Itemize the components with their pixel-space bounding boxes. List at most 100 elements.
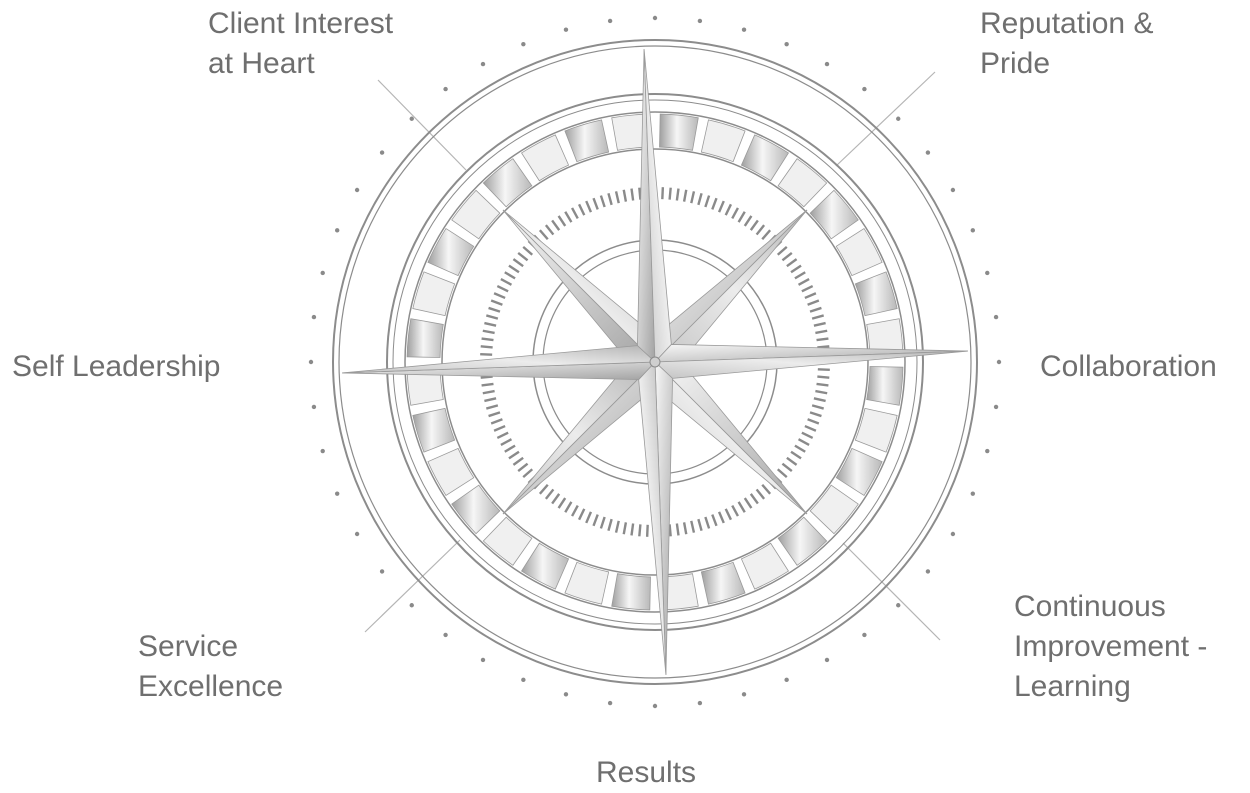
tick bbox=[522, 468, 534, 479]
tick bbox=[790, 264, 802, 274]
ring bbox=[392, 99, 918, 625]
tick bbox=[776, 245, 788, 256]
star-point-diagonal bbox=[654, 209, 808, 363]
tick bbox=[797, 438, 810, 446]
dot bbox=[925, 150, 931, 155]
leader-line bbox=[842, 542, 941, 641]
ring-segment bbox=[777, 158, 828, 208]
ring-segment bbox=[564, 119, 610, 163]
tick bbox=[815, 329, 828, 335]
tick bbox=[675, 188, 680, 201]
label-client-interest-at-heart: Client Interest at Heart bbox=[208, 4, 393, 84]
tick bbox=[622, 522, 628, 535]
label-line: Collaboration bbox=[1040, 350, 1217, 383]
dot bbox=[985, 448, 990, 454]
tick bbox=[690, 520, 696, 533]
tick bbox=[500, 438, 513, 446]
ring-segment bbox=[854, 271, 898, 317]
tick bbox=[564, 501, 573, 513]
tick bbox=[500, 278, 513, 286]
tick bbox=[786, 456, 798, 466]
tick bbox=[488, 306, 501, 313]
tick bbox=[564, 211, 573, 223]
label-continuous-improvement-learning: Continuous Improvement - Learning bbox=[1014, 587, 1207, 707]
dot bbox=[824, 61, 830, 67]
tick bbox=[544, 224, 555, 236]
tick bbox=[813, 397, 826, 403]
tick bbox=[749, 219, 759, 231]
dot bbox=[862, 632, 867, 638]
tick bbox=[797, 278, 810, 286]
tick bbox=[761, 229, 772, 241]
label-line: Service bbox=[138, 630, 239, 663]
tick bbox=[557, 215, 567, 227]
label-line: Reputation & bbox=[980, 7, 1154, 40]
dot bbox=[521, 41, 526, 47]
ring-segment bbox=[427, 228, 475, 277]
tick bbox=[817, 345, 830, 349]
tick bbox=[815, 389, 828, 395]
dot bbox=[334, 491, 340, 496]
label-line: Self Leadership bbox=[12, 350, 221, 383]
tick bbox=[557, 497, 567, 509]
tick bbox=[682, 189, 688, 202]
dot bbox=[354, 187, 360, 193]
ring-segment bbox=[740, 134, 789, 182]
tick bbox=[690, 191, 696, 204]
label-line: Improvement - bbox=[1014, 630, 1208, 663]
tick bbox=[743, 215, 753, 227]
tick bbox=[711, 514, 718, 527]
label-line: Client Interest bbox=[208, 7, 394, 40]
tick bbox=[538, 229, 549, 241]
ring-segment bbox=[412, 271, 456, 317]
tick bbox=[571, 504, 579, 517]
dot bbox=[784, 41, 789, 47]
ring-segment bbox=[866, 366, 904, 406]
tick bbox=[630, 523, 635, 536]
tick bbox=[801, 431, 814, 440]
tick bbox=[480, 375, 493, 379]
dot bbox=[697, 18, 703, 24]
dot bbox=[741, 27, 747, 32]
star-point-diagonal bbox=[502, 209, 656, 363]
dot bbox=[563, 27, 569, 32]
tick bbox=[522, 245, 534, 256]
tick bbox=[731, 504, 739, 517]
leader-lines bbox=[364, 71, 941, 641]
dot bbox=[985, 270, 990, 276]
tick bbox=[786, 258, 798, 268]
label-line: Excellence bbox=[138, 670, 284, 703]
tick bbox=[816, 337, 829, 342]
tick bbox=[807, 418, 820, 425]
tick bbox=[813, 321, 826, 327]
tick bbox=[781, 251, 793, 262]
dot bbox=[950, 531, 956, 537]
dot bbox=[862, 86, 867, 92]
tick bbox=[668, 187, 672, 200]
tick bbox=[755, 224, 766, 236]
dot bbox=[480, 61, 486, 67]
dot bbox=[443, 632, 448, 638]
tick bbox=[482, 329, 495, 335]
tick bbox=[544, 488, 555, 500]
dot bbox=[334, 228, 340, 233]
tick bbox=[490, 418, 503, 425]
tick bbox=[551, 493, 561, 505]
label-reputation-and-pride: Reputation & Pride bbox=[980, 4, 1153, 84]
ring-segment bbox=[777, 516, 828, 566]
tick bbox=[488, 411, 501, 418]
dot bbox=[409, 603, 414, 608]
ring-segment bbox=[451, 189, 501, 240]
dot bbox=[379, 569, 385, 574]
tick bbox=[493, 292, 506, 300]
ring-segment bbox=[406, 318, 444, 358]
tick bbox=[630, 188, 635, 201]
tick bbox=[504, 444, 516, 453]
tick bbox=[485, 314, 499, 320]
ring bbox=[332, 39, 978, 685]
tick bbox=[517, 251, 529, 262]
label-line: at Heart bbox=[208, 47, 315, 80]
ring-segment bbox=[700, 561, 746, 605]
tick bbox=[761, 483, 772, 495]
tick bbox=[599, 516, 606, 529]
